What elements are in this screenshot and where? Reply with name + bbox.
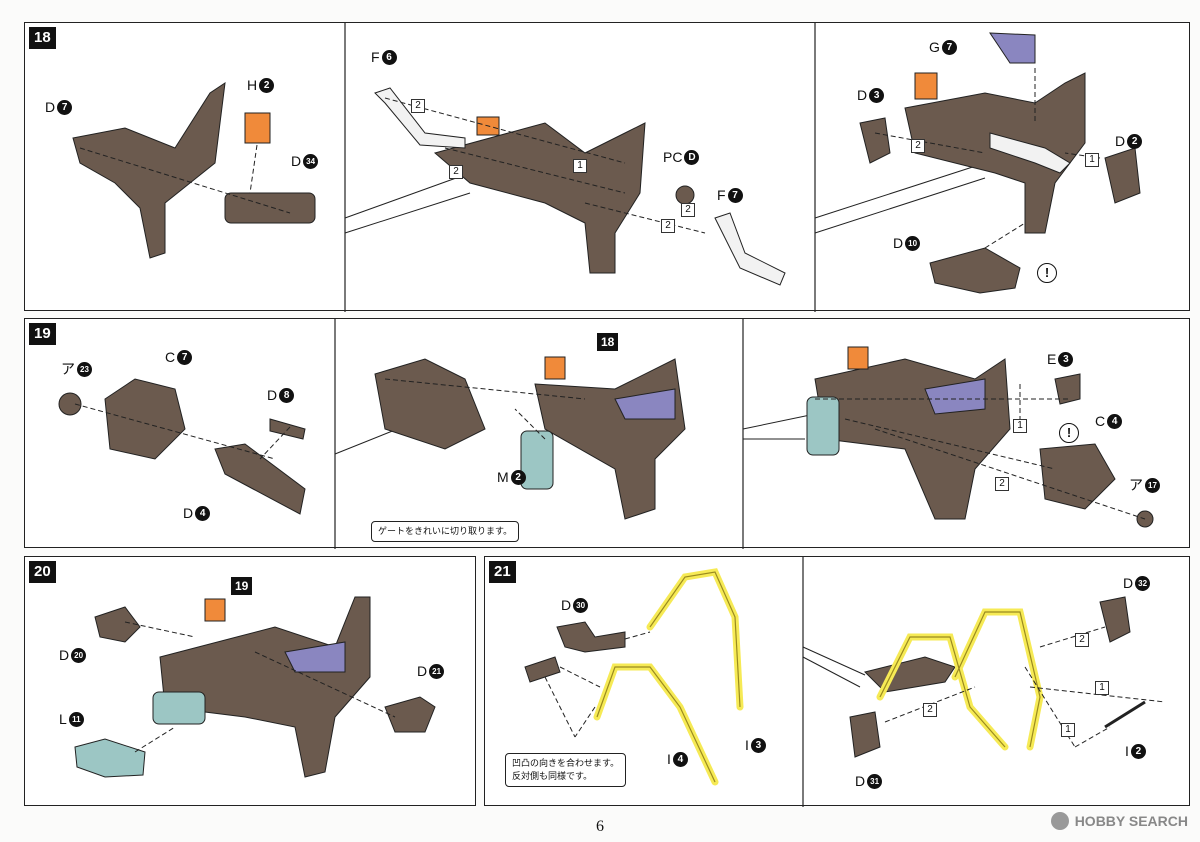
order-box: 1 bbox=[1095, 681, 1109, 695]
order-box: 1 bbox=[573, 159, 587, 173]
order-box: 2 bbox=[911, 139, 925, 153]
step-number: 19 bbox=[29, 323, 56, 345]
step-19-illustration bbox=[58, 319, 1154, 549]
page-number: 6 bbox=[596, 818, 604, 835]
order-box: 1 bbox=[1085, 153, 1099, 167]
step-number: 18 bbox=[29, 27, 56, 49]
order-box: 2 bbox=[449, 165, 463, 179]
step-19-panel: 19 bbox=[24, 318, 1190, 549]
note-line: 凹凸の向きを合わせます。 bbox=[512, 758, 620, 768]
step-20-illustration bbox=[74, 596, 436, 778]
gate-note: ゲートをきれいに切り取ります。 bbox=[371, 521, 520, 542]
order-box: 2 bbox=[1075, 633, 1089, 647]
watermark-logo: HOBBY SEARCH bbox=[1050, 812, 1188, 830]
order-box: 2 bbox=[411, 99, 425, 113]
logo-icon bbox=[1050, 812, 1069, 830]
step-18-illustration bbox=[72, 23, 1141, 312]
order-box: 2 bbox=[995, 477, 1009, 491]
step-number: 20 bbox=[29, 561, 56, 583]
order-box: 1 bbox=[1061, 723, 1075, 737]
order-box: 1 bbox=[1013, 419, 1027, 433]
order-box: 2 bbox=[681, 203, 695, 217]
order-box: 2 bbox=[661, 219, 675, 233]
order-box: 2 bbox=[923, 703, 937, 717]
note-line: 反対側も同様です。 bbox=[512, 771, 593, 781]
step-reference: 18 bbox=[597, 333, 619, 351]
alignment-note: 凹凸の向きを合わせます。 反対側も同様です。 bbox=[505, 753, 627, 787]
step-18-panel: 18 bbox=[24, 22, 1190, 312]
logo-text: HOBBY SEARCH bbox=[1074, 813, 1188, 829]
step-21-illustration bbox=[524, 557, 1166, 807]
step-number: 21 bbox=[489, 561, 516, 583]
frame-part bbox=[72, 72, 1141, 294]
caution-icon: ! bbox=[1059, 423, 1079, 443]
caution-icon: ! bbox=[1037, 263, 1057, 283]
step-reference: 19 bbox=[231, 577, 253, 595]
step-21-panel: 21 bbox=[484, 556, 1190, 807]
